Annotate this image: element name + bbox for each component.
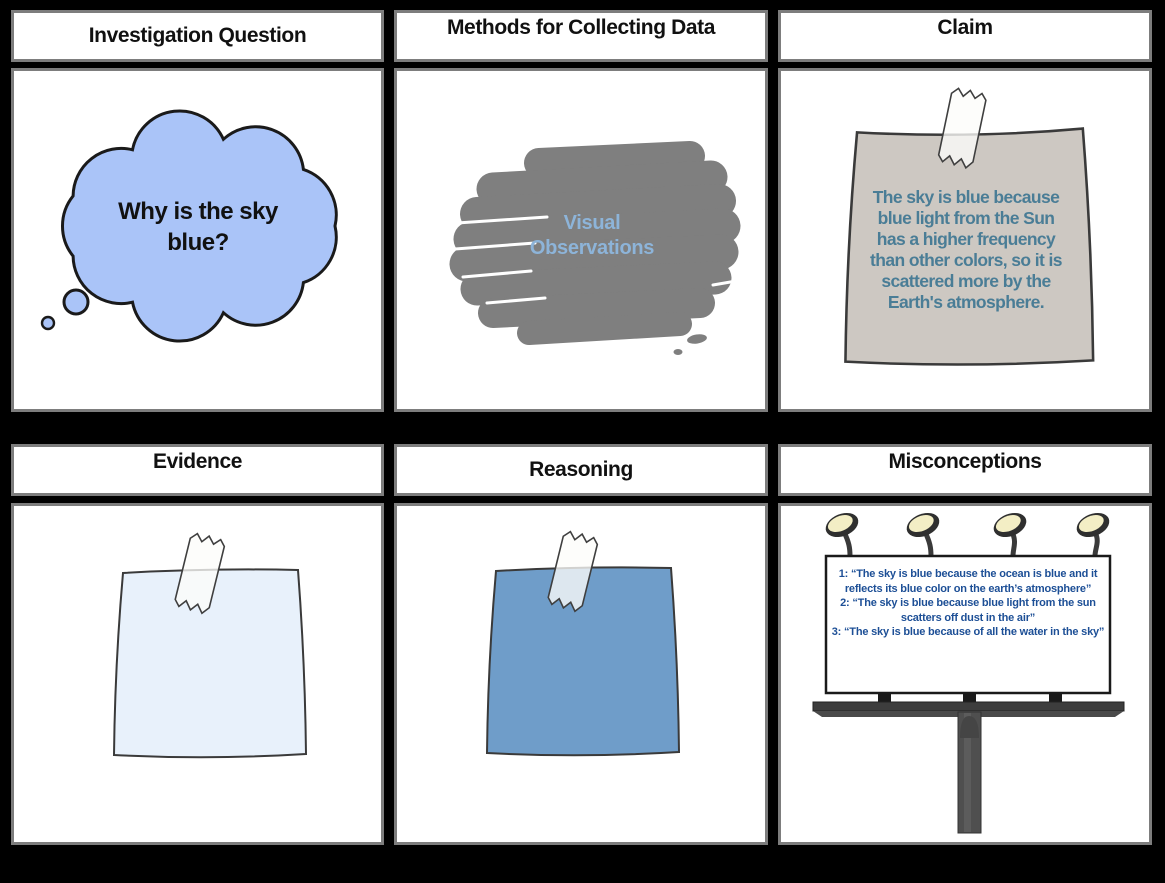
billboard-tab xyxy=(963,693,976,702)
tape-icon xyxy=(174,532,226,615)
title-label: Investigation Question xyxy=(88,24,307,47)
claim-note-text: The sky is blue because blue light from … xyxy=(870,187,1062,312)
scribble-gap xyxy=(711,278,744,287)
misconception-item: 1: “The sky is blue because the ocean is… xyxy=(838,568,1098,595)
scribble-stroke xyxy=(517,312,692,345)
cell-methods-for-collecting-data[interactable]: Visual Observations xyxy=(394,68,768,412)
billboard-tab xyxy=(878,693,891,702)
methods-text: Visual Observations xyxy=(529,212,655,259)
cell-misconceptions[interactable]: 1: “The sky is blue because the ocean is… xyxy=(778,503,1152,845)
evidence-note-graphic xyxy=(112,532,308,759)
scribble-dot xyxy=(687,334,707,344)
thought-trail-circle-small xyxy=(40,315,56,331)
reasoning-taped-note xyxy=(485,566,681,757)
lamp-bulb xyxy=(995,515,1021,533)
misconception-item: 3: “The sky is blue because of all the w… xyxy=(831,626,1105,638)
thought-bubble-graphic xyxy=(40,109,338,343)
cell-reasoning[interactable] xyxy=(394,503,768,845)
title-label: Evidence xyxy=(152,450,242,473)
reasoning-note-graphic xyxy=(485,530,681,757)
investigation-question-text: Why is the sky blue? xyxy=(118,198,278,256)
scribble-stroke xyxy=(476,160,728,206)
scribble-stroke xyxy=(460,261,732,306)
lamp-bulb xyxy=(908,515,934,533)
scribble-dot-small xyxy=(673,349,683,355)
scribble-stroke xyxy=(449,234,739,282)
scribble-stroke xyxy=(453,208,741,257)
thought-trail-circle xyxy=(62,288,90,316)
evidence-taped-note xyxy=(112,568,308,759)
title-reasoning[interactable]: Reasoning xyxy=(394,444,768,496)
billboard-panel xyxy=(824,554,1112,695)
tape-icon xyxy=(547,530,599,613)
thought-bubble-shape xyxy=(60,109,338,343)
title-investigation-question[interactable]: Investigation Question xyxy=(11,10,384,62)
cell-evidence[interactable] xyxy=(11,503,384,845)
billboard-graphic xyxy=(812,512,1125,834)
title-misconceptions[interactable]: Misconceptions xyxy=(778,444,1152,496)
claim-taped-note xyxy=(844,127,1095,366)
lamp-bulb xyxy=(1078,515,1104,533)
title-label: Misconceptions xyxy=(888,450,1042,473)
scribble-gap xyxy=(455,215,549,225)
tape-icon xyxy=(937,87,987,170)
billboard-crossbar xyxy=(812,701,1125,712)
title-methods-for-collecting-data[interactable]: Methods for Collecting Data xyxy=(394,10,768,62)
scribble-gap xyxy=(461,269,533,279)
cell-investigation-question[interactable]: Why is the sky blue? xyxy=(11,68,384,412)
title-label: Reasoning xyxy=(529,458,633,481)
scribble-stroke xyxy=(478,288,715,328)
title-evidence[interactable]: Evidence xyxy=(11,444,384,496)
claim-note-graphic xyxy=(844,87,1095,366)
title-label: Methods for Collecting Data xyxy=(446,16,716,39)
scribble-stroke xyxy=(460,184,736,231)
misconception-item: 2: “The sky is blue because blue light f… xyxy=(840,597,1096,624)
scribble-gap xyxy=(453,241,537,251)
billboard-tab xyxy=(1049,693,1062,702)
misconceptions-list: 1: “The sky is blue because the ocean is… xyxy=(828,567,1108,640)
paint-scribble-graphic xyxy=(449,141,744,355)
lamp-bulb xyxy=(827,515,853,533)
billboard-lamps xyxy=(825,512,1110,538)
cell-claim[interactable]: The sky is blue because blue light from … xyxy=(778,68,1152,412)
scribble-gap xyxy=(485,296,547,305)
title-claim[interactable]: Claim xyxy=(778,10,1152,62)
title-label: Claim xyxy=(937,16,993,39)
scribble-stroke xyxy=(524,141,705,178)
billboard-pole-cap xyxy=(960,716,979,738)
billboard-pole-highlight xyxy=(964,713,971,832)
